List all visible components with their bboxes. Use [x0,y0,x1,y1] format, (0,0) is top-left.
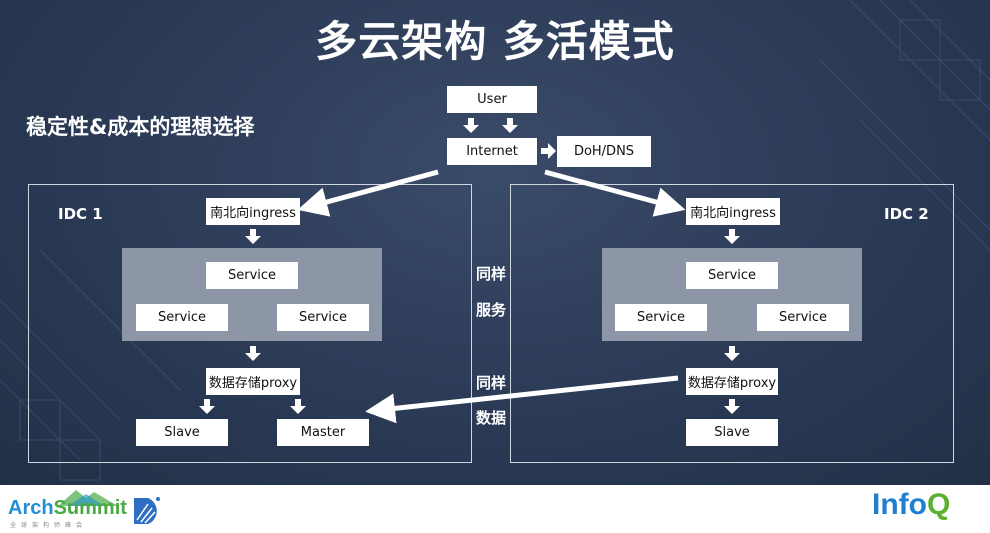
arrow-down-idc1-slave [199,399,215,414]
arrow-down-user-left [463,118,479,133]
page-subtitle: 稳定性&成本的理想选择 [26,115,255,139]
idc2-ingress-box: 南北向ingress [686,198,780,225]
idc1-service-left: Service [136,304,228,331]
idc1-service-top: Service [206,262,298,289]
idc2-service-left: Service [615,304,707,331]
idc1-ingress-box: 南北向ingress [206,198,300,225]
dns-box: DoH/DNS [557,136,651,167]
arrow-down-idc1-ingress [245,229,261,244]
arrow-down-idc1-master [290,399,306,414]
idc2-service-right: Service [757,304,849,331]
slide-canvas: 多云架构 多活模式 稳定性&成本的理想选择 User Internet DoH/… [0,0,990,485]
idc2-label: IDC 2 [884,205,929,223]
internet-box: Internet [447,138,537,165]
arrow-down-idc2-ingress [724,229,740,244]
idc2-container [510,184,954,463]
arrow-down-idc1-panel [245,346,261,361]
footer-bar [0,485,990,533]
arch-mountain-icon [58,490,118,506]
same-data-line1: 同样 [476,374,507,392]
same-service-line1: 同样 [476,265,507,283]
arrow-down-idc2-panel [724,346,740,361]
idc1-label: IDC 1 [58,205,103,223]
same-service-line2: 服务 [476,301,507,319]
same-data-line2: 数据 [476,409,507,427]
idc2-service-top: Service [686,262,778,289]
arrow-down-user-right [502,118,518,133]
infoq-logo: InfoQ [872,488,951,521]
arrow-right-dns [541,143,556,159]
page-title: 多云架构 多活模式 [315,17,675,66]
archsummit-logo: ArchSummit [8,497,127,519]
arrow-internet-to-idc2 [544,169,686,217]
background-pattern [0,0,990,481]
idc1-proxy-box: 数据存储proxy [206,368,300,395]
idc1-master-box: Master [277,419,369,446]
arrow-internet-to-idc1 [297,169,439,217]
idc2-slave-box: Slave [686,419,778,446]
anniversary-badge-icon [134,497,160,524]
idc1-service-right: Service [277,304,369,331]
user-box: User [447,86,537,113]
arrows-layer [199,118,740,424]
idc1-slave-box: Slave [136,419,228,446]
arrow-down-idc2-slave [724,399,740,414]
idc2-proxy-box: 数据存储proxy [686,368,778,395]
idc1-container [28,184,472,463]
archsummit-logo-subtitle: 全球架构师峰会 [10,522,88,529]
arrow-proxy2-to-master [365,375,679,424]
